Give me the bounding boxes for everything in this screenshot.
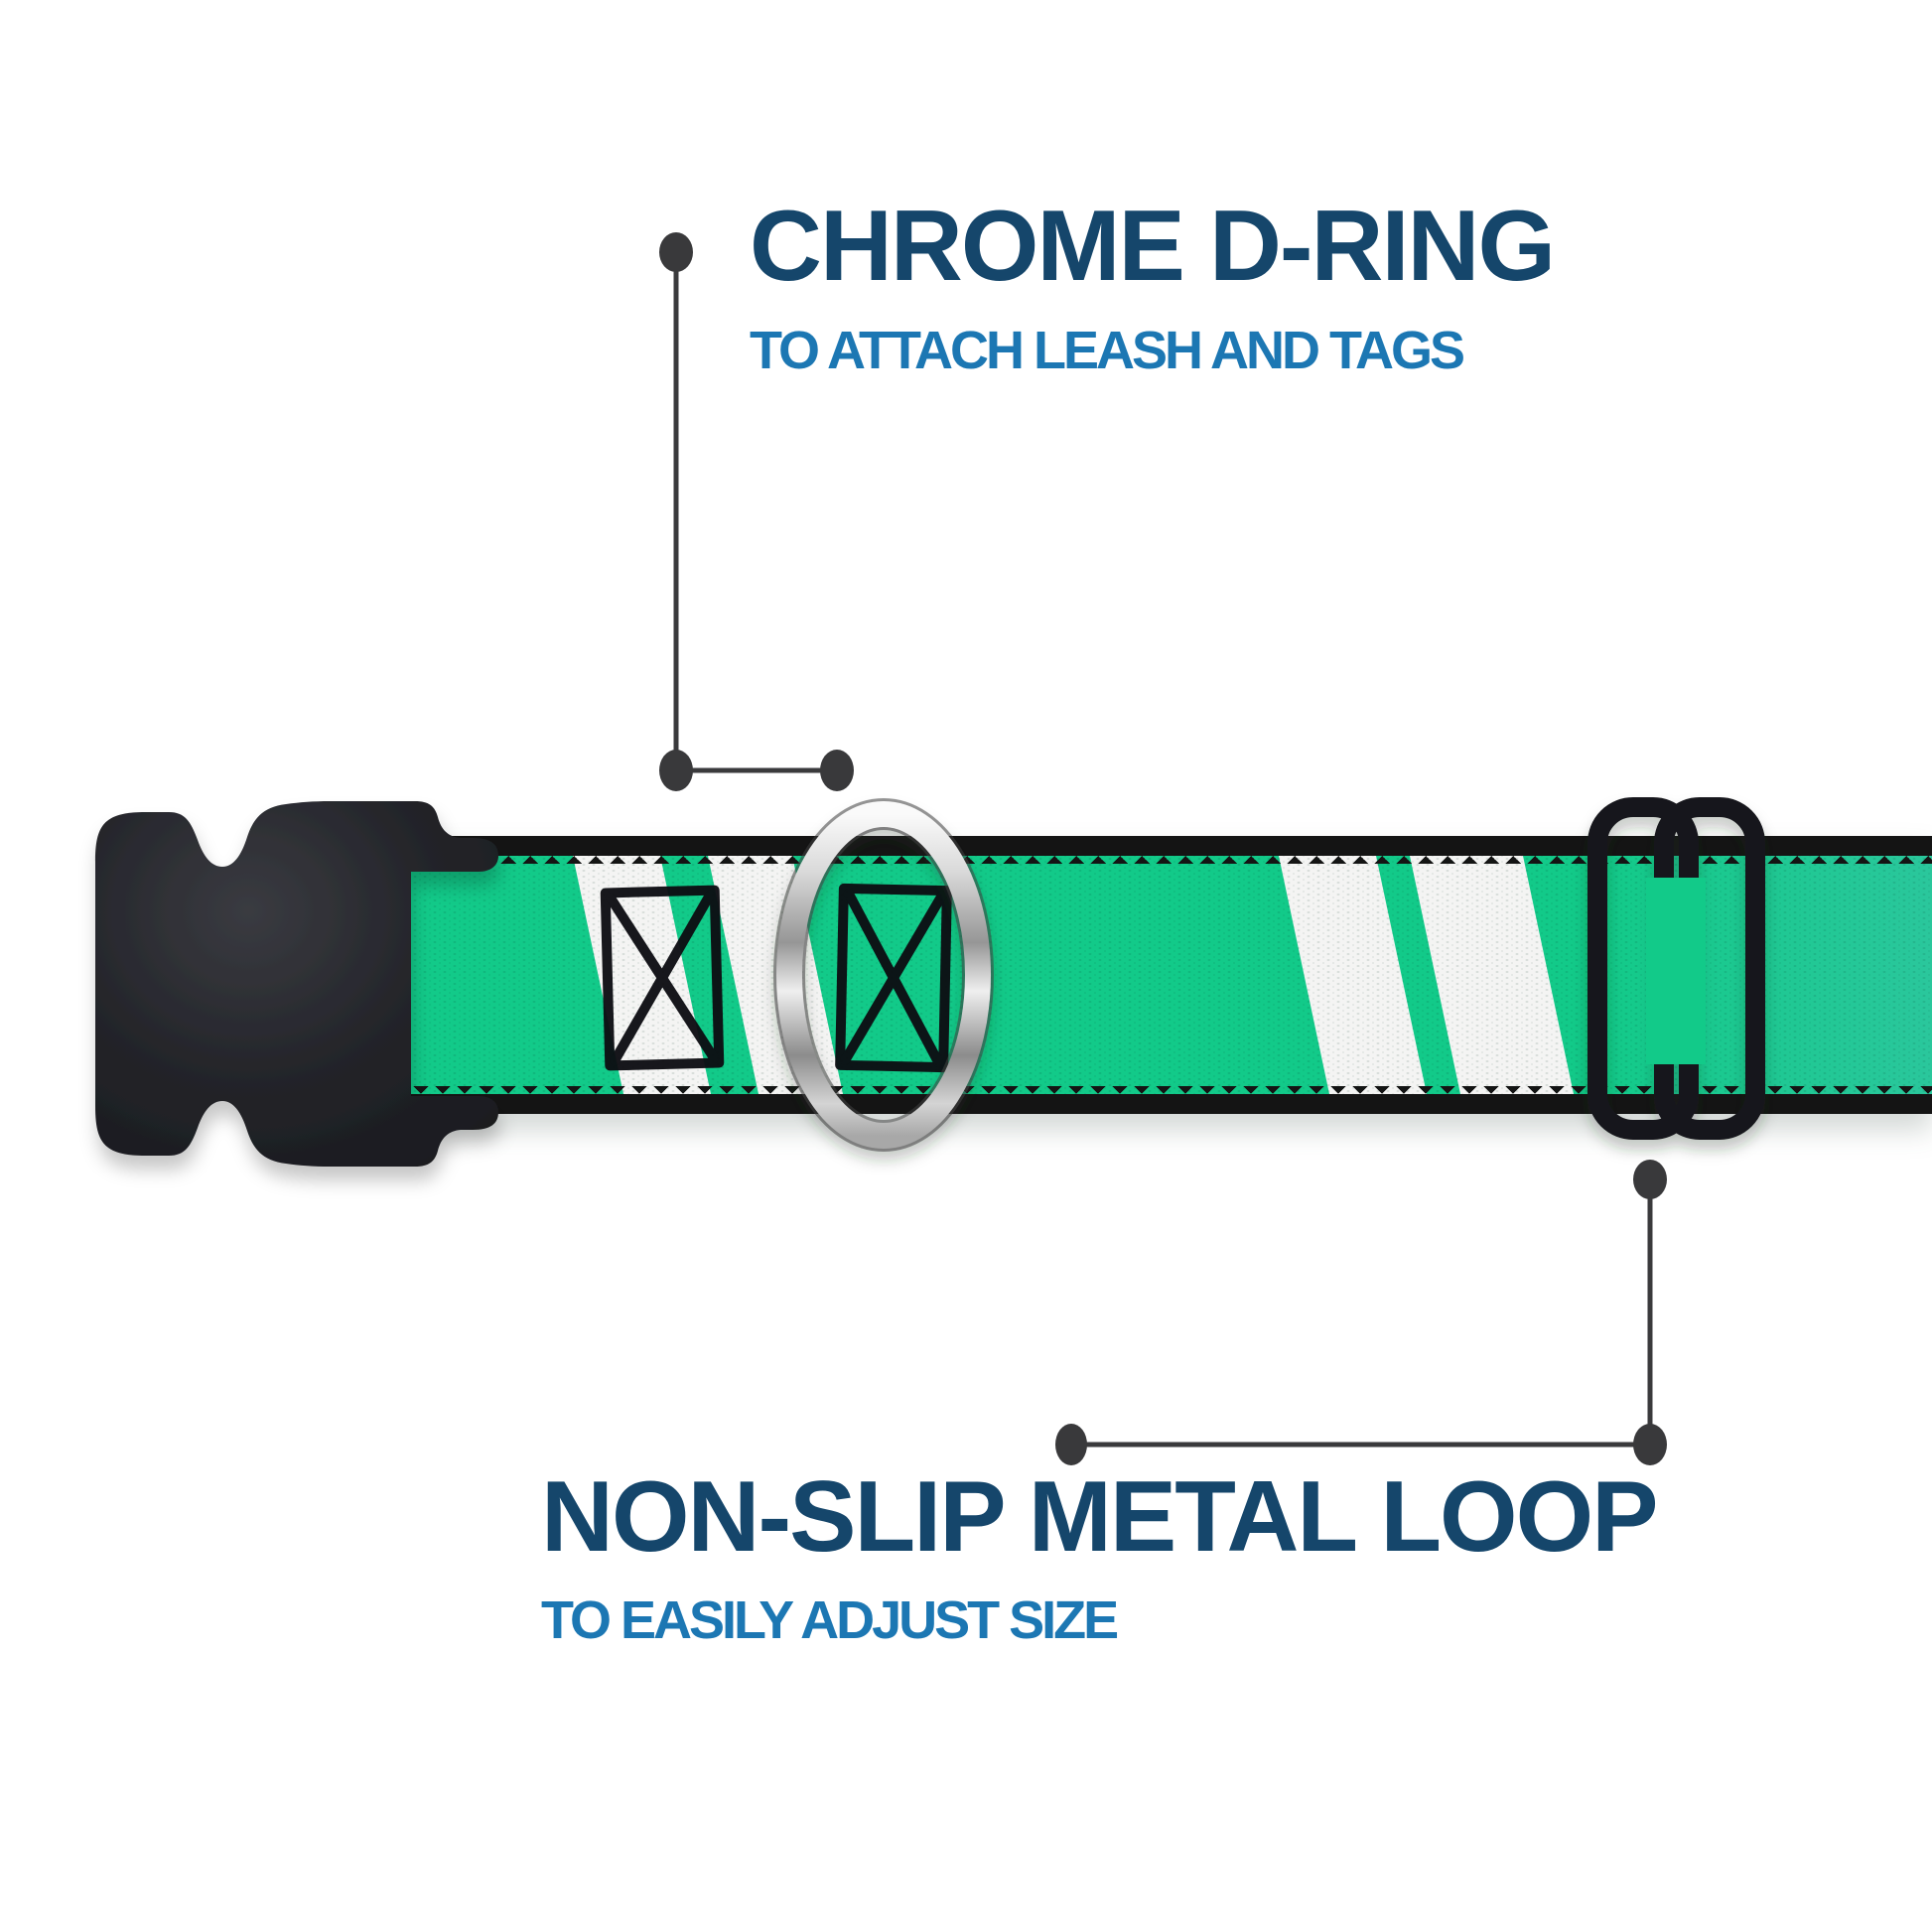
- stitch-serration-top: [410, 856, 1932, 864]
- connector-dot: [820, 750, 854, 791]
- white-stripe-group-2: [1279, 856, 1575, 1094]
- stitch-serration-bottom: [410, 1086, 1932, 1094]
- white-stripe-group-1: [573, 856, 844, 1094]
- connector-dot: [1055, 1424, 1087, 1465]
- white-stripe: [1410, 856, 1575, 1094]
- connector-dot: [1633, 1160, 1667, 1199]
- white-stripe: [708, 856, 844, 1094]
- top-callout-title: CHROME D-RING: [750, 191, 1556, 302]
- webbing-edge-top: [410, 836, 1932, 856]
- top-callout: CHROME D-RING TO ATTACH LEASH AND TAGS: [750, 191, 1556, 380]
- connector-dot: [659, 232, 693, 272]
- stripe-gap: [1376, 856, 1460, 1094]
- bottom-callout-title: NON-SLIP METAL LOOP: [541, 1461, 1659, 1573]
- bottom-callout: NON-SLIP METAL LOOP TO EASILY ADJUST SIZ…: [541, 1461, 1659, 1650]
- collar-webbing-strap: [410, 836, 1932, 1114]
- bottom-connector: [1055, 1160, 1667, 1465]
- connector-dot: [1633, 1424, 1667, 1465]
- stripe-gap: [660, 856, 759, 1094]
- connector-dot: [659, 750, 693, 791]
- white-stripe: [573, 856, 712, 1094]
- webbing-edge-bottom: [410, 1094, 1932, 1114]
- white-stripe: [1279, 856, 1428, 1094]
- webbing-green-face: [410, 856, 1932, 1094]
- bottom-callout-subtitle: TO EASILY ADJUST SIZE: [541, 1590, 1119, 1650]
- top-callout-subtitle: TO ATTACH LEASH AND TAGS: [750, 321, 1465, 380]
